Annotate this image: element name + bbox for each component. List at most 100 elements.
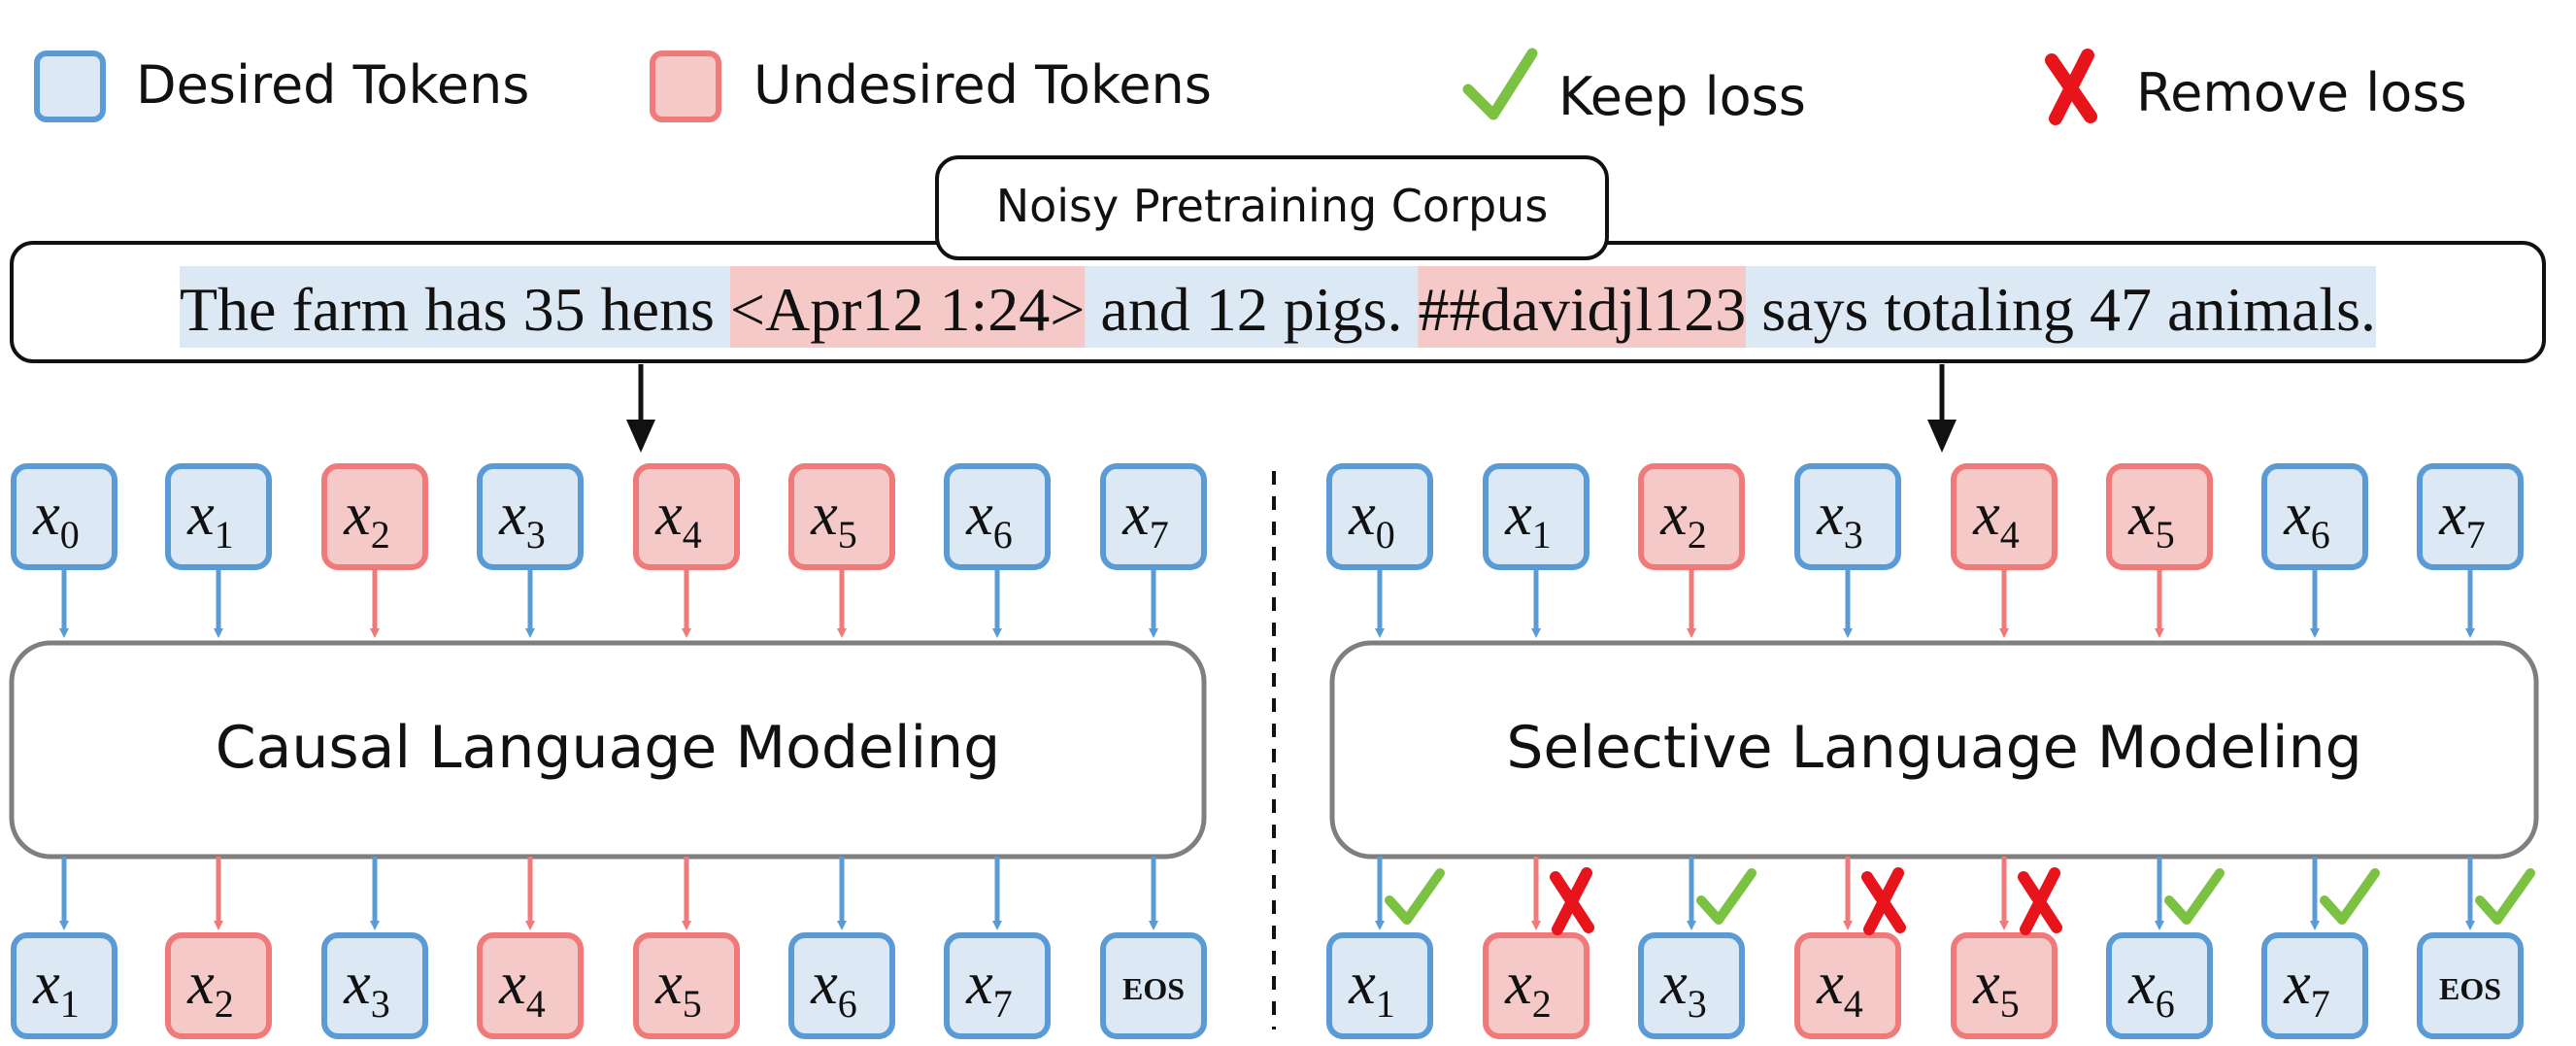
output-token: x1	[11, 932, 117, 1039]
token-base: x	[186, 951, 215, 1017]
keep-loss-check-icon	[2475, 868, 2535, 925]
output-token: x4	[1794, 932, 1901, 1039]
input-token: x4	[1951, 463, 2057, 570]
token-label: x1	[1348, 951, 1395, 1026]
token-base: x	[810, 951, 838, 1017]
token-subscript: 4	[2000, 513, 2020, 557]
output-token: x6	[788, 932, 895, 1039]
token-box-desired	[321, 932, 428, 1039]
token-subscript: 1	[60, 982, 80, 1026]
remove-loss-cross-icon	[1550, 867, 1594, 935]
token-base: x	[343, 482, 371, 548]
token-base: x	[498, 482, 526, 548]
legend-remove-label: Remove loss	[2136, 62, 2467, 123]
input-token: x0	[1326, 463, 1433, 570]
token-label: x7	[2283, 951, 2330, 1026]
keep-loss-check-icon	[1385, 868, 1445, 925]
token-label: x4	[1972, 482, 2020, 557]
token-subscript: 5	[838, 513, 857, 557]
token-label: x3	[498, 482, 546, 557]
token-subscript: 4	[683, 513, 702, 557]
model-label: Selective Language Modeling	[1506, 714, 2361, 782]
token-base: x	[186, 482, 215, 548]
token-subscript: 0	[60, 513, 80, 557]
corpus-highlight-desired	[1746, 266, 2377, 348]
output-token: x5	[1951, 932, 2057, 1039]
token-base: x	[2438, 482, 2466, 548]
token-subscript: 7	[993, 982, 1013, 1026]
token-base: x	[654, 482, 683, 548]
model-box	[9, 640, 1207, 860]
token-base: x	[1659, 482, 1688, 548]
token-label: x5	[654, 951, 702, 1026]
token-label: x6	[2283, 482, 2330, 557]
token-box-desired	[788, 932, 895, 1039]
token-subscript: 4	[1844, 982, 1863, 1026]
token-box-undesired	[165, 932, 272, 1039]
token-base: x	[343, 951, 371, 1017]
token-base: x	[965, 482, 993, 548]
token-box-desired	[944, 932, 1051, 1039]
token-label: x7	[965, 951, 1013, 1026]
token-subscript: 2	[371, 513, 390, 557]
token-label: x4	[498, 951, 546, 1026]
token-label: x5	[810, 482, 857, 557]
output-token: x7	[2261, 932, 2368, 1039]
output-token: x7	[944, 932, 1051, 1039]
token-subscript: 3	[1688, 982, 1707, 1026]
output-token: EOS	[1100, 932, 1207, 1039]
token-base: x	[2283, 951, 2311, 1017]
input-token: x6	[944, 463, 1051, 570]
token-label: x6	[965, 482, 1013, 557]
token-box-desired	[2261, 932, 2368, 1039]
token-box-undesired	[1951, 932, 2057, 1039]
corpus-segment-desired: says totaling 47 animals.	[1746, 275, 2376, 344]
input-token: x5	[788, 463, 895, 570]
token-label: x0	[32, 482, 80, 557]
token-base: x	[498, 951, 526, 1017]
token-label: x0	[1348, 482, 1395, 557]
corpus-highlight-desired	[1085, 266, 1419, 348]
token-base: x	[1504, 951, 1532, 1017]
corpus-highlights	[179, 266, 2377, 348]
corpus-title: Noisy Pretraining Corpus	[996, 180, 1549, 232]
token-box-undesired	[477, 932, 584, 1039]
token-subscript: 7	[2311, 982, 2330, 1026]
token-label: x1	[32, 951, 80, 1026]
token-subscript: 1	[1376, 982, 1395, 1026]
token-label: x2	[343, 482, 390, 557]
corpus-segment-undesired: ##davidjl123	[1418, 275, 1746, 344]
token-subscript: 0	[1376, 513, 1395, 557]
input-token: x5	[2106, 463, 2213, 570]
token-box-undesired	[1794, 932, 1901, 1039]
input-token: x6	[2261, 463, 2368, 570]
token-base: x	[32, 951, 60, 1017]
token-subscript: 5	[2156, 513, 2175, 557]
token-subscript: 5	[2000, 982, 2020, 1026]
token-base: x	[1348, 482, 1376, 548]
output-token: x2	[165, 932, 272, 1039]
input-token: x2	[321, 463, 428, 570]
input-token: x3	[1794, 463, 1901, 570]
token-subscript: 4	[526, 982, 546, 1026]
keep-loss-check-icon	[1696, 868, 1756, 925]
input-token: x4	[633, 463, 740, 570]
token-subscript: 1	[215, 513, 234, 557]
token-base: x	[32, 482, 60, 548]
token-base: x	[2127, 482, 2156, 548]
token-label: x4	[654, 482, 702, 557]
token-base: x	[1348, 951, 1376, 1017]
token-box-desired	[1100, 932, 1207, 1039]
output-token: EOS	[2417, 932, 2524, 1039]
token-box-desired	[1326, 932, 1433, 1039]
token-label: x6	[810, 951, 857, 1026]
token-label: x1	[1504, 482, 1552, 557]
corpus-highlight-desired	[179, 266, 730, 348]
token-base: x	[1816, 482, 1844, 548]
output-token: x3	[1638, 932, 1745, 1039]
token-subscript: 6	[838, 982, 857, 1026]
corpus-arrows	[626, 364, 1957, 453]
legend-desired-swatch	[34, 51, 106, 122]
legend-keep-label: Keep loss	[1558, 66, 1806, 127]
